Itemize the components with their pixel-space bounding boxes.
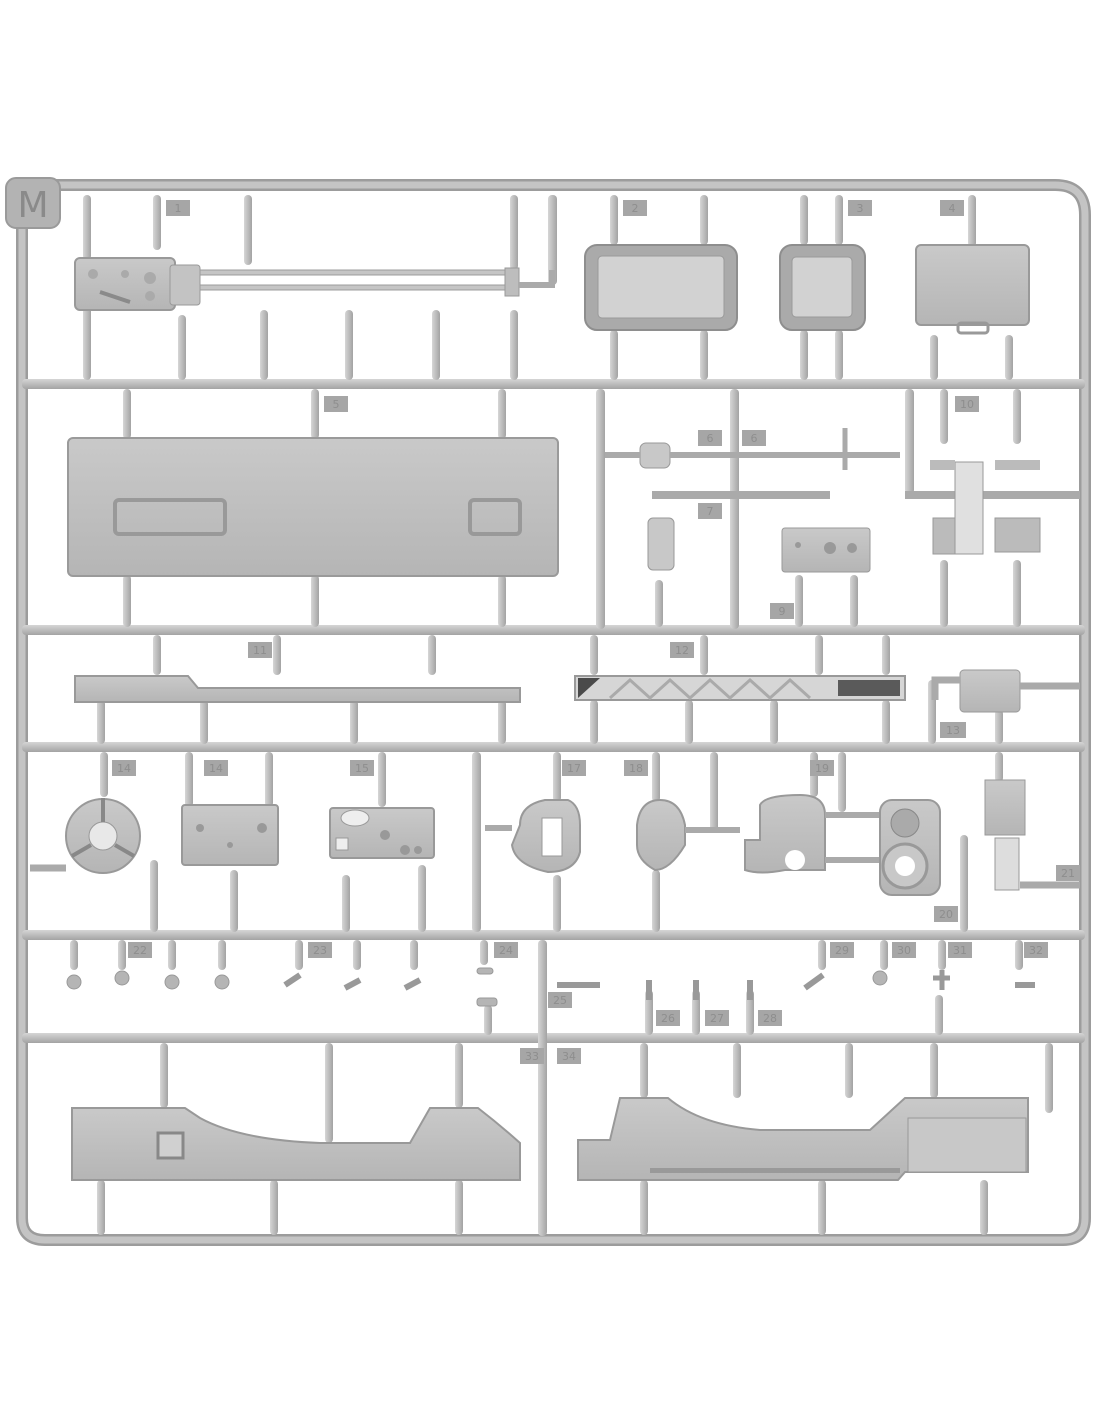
part-number-tags: 1 2 3 4 5 6 6 7 9 10 11 12 13 14 14 15 1…: [112, 200, 1080, 1064]
svg-text:29: 29: [835, 944, 849, 957]
svg-text:34: 34: [562, 1050, 576, 1063]
svg-text:33: 33: [525, 1050, 539, 1063]
part-5-plate: [67, 437, 559, 577]
tag-24: 24: [494, 942, 518, 958]
part-2-hatch-frame: [584, 244, 738, 331]
svg-text:28: 28: [763, 1012, 777, 1025]
svg-text:14: 14: [209, 762, 223, 775]
tag-23: 23: [308, 942, 332, 958]
sprue-letter: M: [17, 185, 48, 226]
tag-9: 9: [770, 603, 794, 619]
part-34-hull-side: [577, 1097, 1029, 1181]
parts-17-21: [485, 779, 1080, 896]
tag-14b: 14: [204, 760, 228, 776]
svg-text:21: 21: [1061, 867, 1075, 880]
svg-text:7: 7: [707, 505, 714, 518]
tag-29: 29: [830, 942, 854, 958]
svg-text:30: 30: [897, 944, 911, 957]
horizontal-runners: [22, 379, 1085, 1043]
tag-7: 7: [698, 503, 722, 519]
svg-text:6: 6: [751, 432, 758, 445]
svg-text:31: 31: [953, 944, 967, 957]
part-11-rail: [74, 675, 521, 703]
part-33-hull-side: [71, 1107, 521, 1181]
svg-text:27: 27: [710, 1012, 724, 1025]
parts-6-to-9: [605, 428, 1080, 573]
svg-text:32: 32: [1029, 944, 1043, 957]
tag-6b: 6: [742, 430, 766, 446]
svg-text:22: 22: [133, 944, 147, 957]
part-1-breech: [74, 257, 555, 311]
part-13-clamp: [931, 669, 1080, 713]
part-3-hatch-frame: [779, 244, 866, 331]
tag-30: 30: [892, 942, 916, 958]
svg-text:17: 17: [567, 762, 581, 775]
tag-13: 13: [940, 722, 966, 738]
tag-4: 4: [940, 200, 964, 216]
svg-text:4: 4: [949, 202, 956, 215]
svg-text:20: 20: [939, 908, 953, 921]
svg-text:9: 9: [779, 605, 786, 618]
svg-text:18: 18: [629, 762, 643, 775]
tag-21: 21: [1056, 865, 1080, 881]
svg-text:10: 10: [960, 398, 974, 411]
svg-text:24: 24: [499, 944, 513, 957]
svg-text:3: 3: [857, 202, 864, 215]
sprue-letter-tag: M: [5, 177, 61, 229]
tag-6a: 6: [698, 430, 722, 446]
svg-text:11: 11: [253, 644, 267, 657]
gates: [70, 195, 1053, 1235]
tag-34: 34: [557, 1048, 581, 1064]
svg-text:23: 23: [313, 944, 327, 957]
svg-text:25: 25: [553, 994, 567, 1007]
tag-11: 11: [248, 642, 272, 658]
svg-text:26: 26: [661, 1012, 675, 1025]
tag-17: 17: [562, 760, 586, 776]
svg-text:12: 12: [675, 644, 689, 657]
tag-26: 26: [656, 1010, 680, 1026]
tag-19: 19: [810, 760, 834, 776]
small-parts-22-32: [66, 967, 1035, 1007]
tag-12: 12: [670, 642, 694, 658]
tag-2: 2: [623, 200, 647, 216]
svg-text:2: 2: [632, 202, 639, 215]
part-4-box-lid: [915, 244, 1030, 335]
tag-22: 22: [128, 942, 152, 958]
tag-10: 10: [955, 396, 979, 412]
tag-33: 33: [520, 1048, 544, 1064]
svg-text:1: 1: [175, 202, 182, 215]
parts-14-16: [30, 798, 435, 874]
tag-20: 20: [934, 906, 958, 922]
svg-text:19: 19: [815, 762, 829, 775]
tag-27: 27: [705, 1010, 729, 1026]
svg-text:15: 15: [355, 762, 369, 775]
tag-28: 28: [758, 1010, 782, 1026]
tag-25: 25: [548, 992, 572, 1008]
tag-3: 3: [848, 200, 872, 216]
svg-text:6: 6: [707, 432, 714, 445]
part-12-truss: [574, 675, 906, 701]
tag-18: 18: [624, 760, 648, 776]
vertical-runners: [472, 195, 914, 1236]
tag-31: 31: [948, 942, 972, 958]
tag-14a: 14: [112, 760, 136, 776]
tag-32: 32: [1024, 942, 1048, 958]
tag-5: 5: [324, 396, 348, 412]
tag-1: 1: [166, 200, 190, 216]
svg-text:14: 14: [117, 762, 131, 775]
svg-text:5: 5: [333, 398, 340, 411]
tag-15: 15: [350, 760, 374, 776]
svg-text:13: 13: [946, 724, 960, 737]
